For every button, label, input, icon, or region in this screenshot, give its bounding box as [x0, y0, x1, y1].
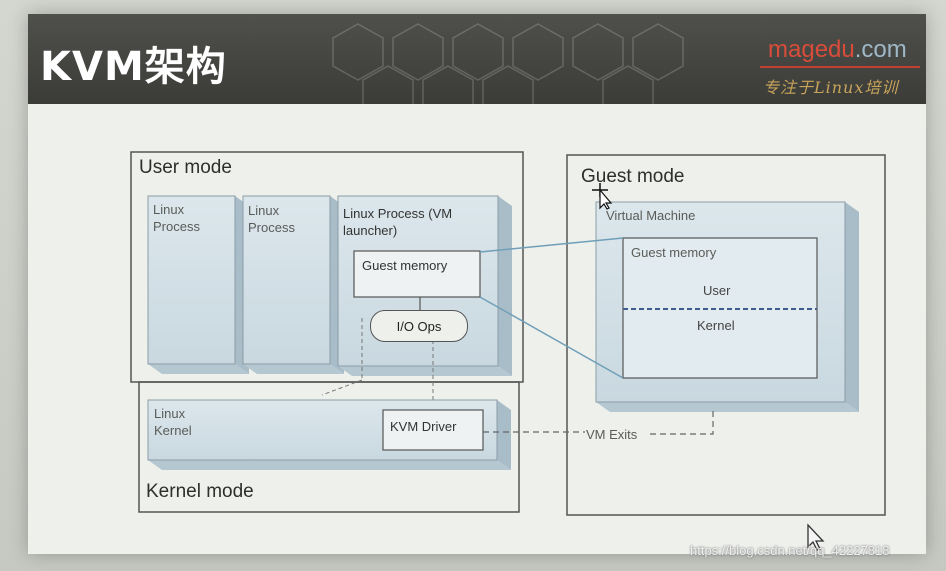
title-banner: KVM架构 magedu.com 专注于Linux培训 [28, 14, 926, 104]
kvm-driver-label: KVM Driver [390, 419, 457, 434]
vm-guest-memory-label: Guest memory [631, 245, 717, 260]
guest-mode-frame [566, 154, 886, 516]
guest-mode-label: Guest mode [581, 166, 685, 187]
source-watermark: https://blog.csdn.net/qq_42227818 [690, 543, 890, 558]
brand-underline [760, 66, 920, 68]
memory-mapping-line-bottom [479, 296, 624, 379]
linux-process-2-label: Linux Process [248, 203, 295, 235]
linux-process-box-2 [242, 195, 344, 374]
host-guest-memory-label: Guest memory [362, 258, 448, 273]
kernel-mode-frame [138, 381, 520, 513]
linux-kernel-label: Linux Kernel [154, 406, 192, 438]
brand-tagline: 专注于Linux培训 [763, 78, 899, 97]
linux-process-1-label: Linux Process [153, 202, 200, 234]
brand-logo: magedu.com [768, 36, 907, 64]
vm-exits-line-right [650, 410, 714, 435]
pointer-cursor-icon [807, 523, 825, 551]
brand-name: magedu [768, 36, 855, 63]
io-ops-pill: I/O Ops [370, 310, 468, 342]
host-guest-memory-box [353, 250, 481, 298]
hexagon-pattern-decoration [332, 23, 684, 104]
kernel-mode-label: Kernel mode [146, 481, 254, 502]
io-dashed-left-2 [321, 379, 363, 396]
kernel-region-label: Kernel [697, 318, 735, 333]
slide-title: KVM架构 [40, 44, 227, 90]
brand-suffix: .com [854, 36, 907, 63]
kvm-driver-box [382, 409, 484, 451]
vm-launcher-label: Linux Process (VM launcher) [343, 206, 453, 238]
memory-mapping-line-top [479, 237, 624, 253]
virtual-machine-label: Virtual Machine [606, 208, 696, 223]
user-region-label: User [703, 283, 731, 298]
linux-process-box-1 [147, 195, 249, 374]
move-cursor-icon [592, 183, 613, 210]
user-mode-label: User mode [139, 157, 232, 178]
vm-exits-label: VM Exits [586, 427, 638, 442]
